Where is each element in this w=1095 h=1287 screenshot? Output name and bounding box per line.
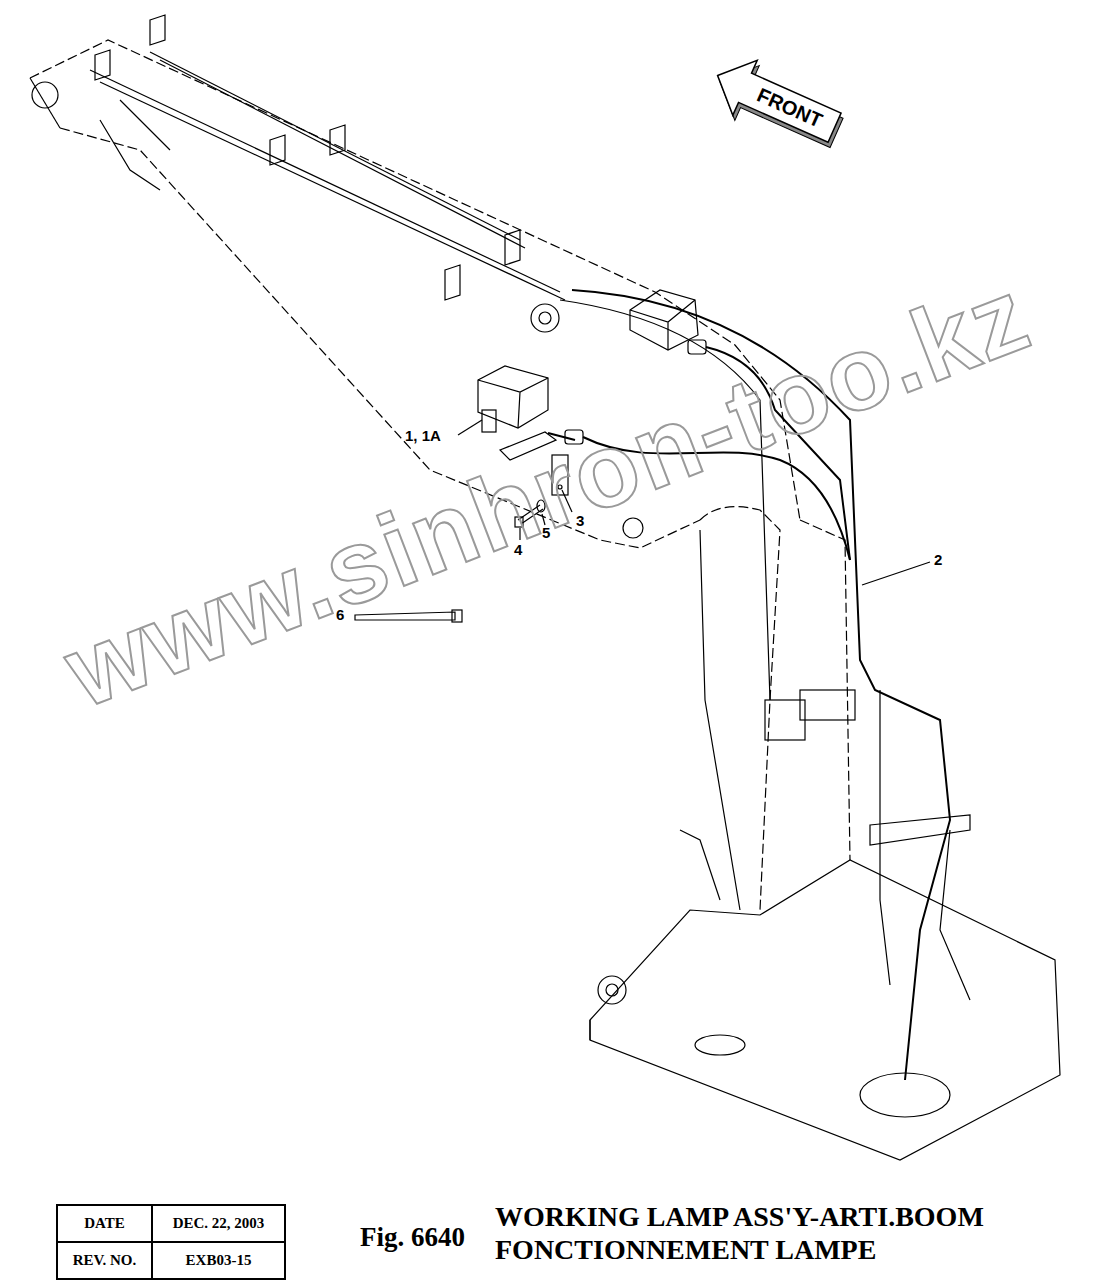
callout-number: 1, 1A — [405, 427, 441, 445]
front-arrow: FRONT — [705, 48, 848, 156]
table-cell: DATE — [57, 1205, 152, 1242]
arrow-label: FRONT — [740, 74, 839, 141]
table-cell: EXB03-15 — [152, 1242, 285, 1279]
figure-number: Fig. 6640 — [360, 1222, 465, 1253]
callout-number: 2 — [934, 551, 942, 569]
table-cell: REV. NO. — [57, 1242, 152, 1279]
watermark: www.sinhron-too.kz — [50, 254, 1045, 731]
figure-title: WORKING LAMP ASS'Y-ARTI.BOOM FONCTIONNEM… — [495, 1200, 1065, 1266]
table-cell: DEC. 22, 2003 — [152, 1205, 285, 1242]
